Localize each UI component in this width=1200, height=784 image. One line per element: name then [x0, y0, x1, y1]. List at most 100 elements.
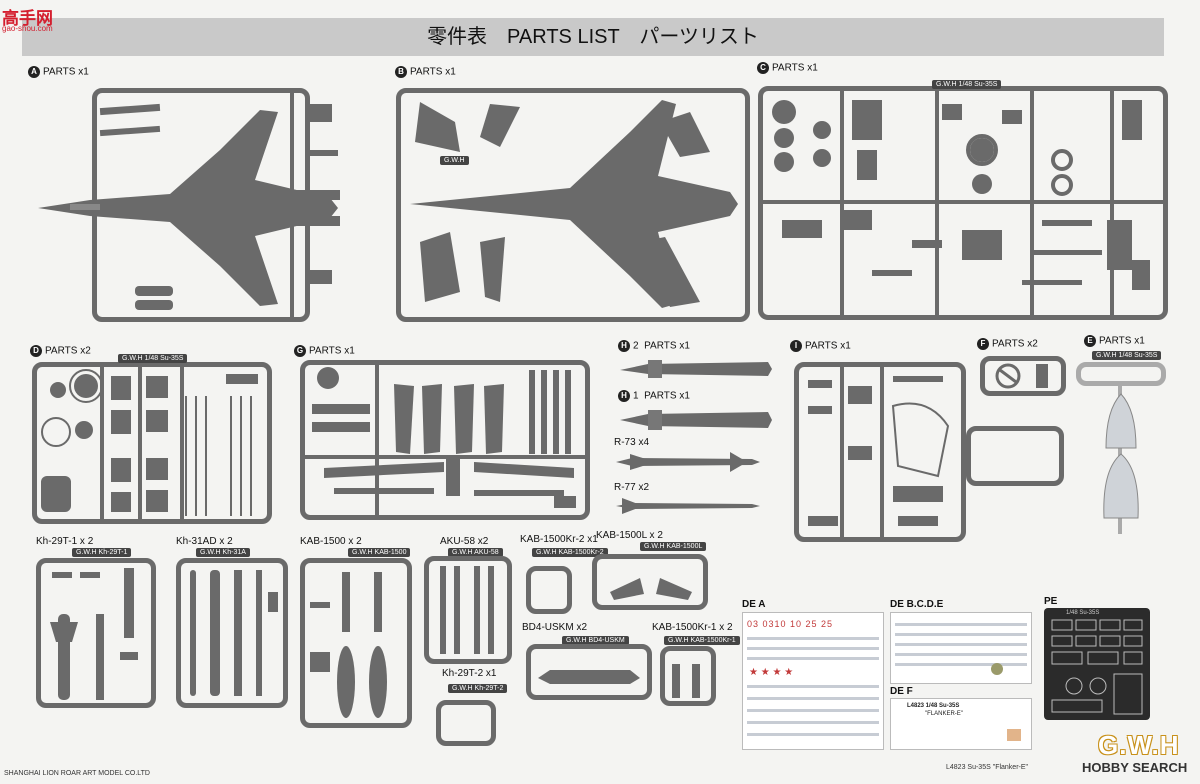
aku58-tab: G.W.H AKU-58: [448, 548, 503, 557]
kab1500kr2-frame: [526, 566, 572, 614]
decal-sheet-a: 03 0310 10 25 25 ★ ★ ★ ★: [742, 612, 884, 750]
sprue-d-parts: [41, 369, 258, 516]
watermark-url: gao-shou.com: [2, 24, 53, 33]
sprue-e-tag: E: [1084, 335, 1096, 347]
sprue-g-runner: [304, 455, 586, 459]
kh29t1-label: Kh-29T-1 x 2: [36, 536, 94, 547]
kab1500l-tab: G.W.H KAB-1500L: [640, 542, 707, 551]
pe-tab: 1/48 Su-35S: [1066, 610, 1100, 616]
page-title: 零件表 PARTS LIST パーツリスト: [427, 26, 759, 48]
sprue-f-tag: F: [977, 338, 989, 350]
r73-missile: [616, 452, 760, 472]
bd4-frame: [526, 644, 652, 700]
kh31ad-parts: [190, 570, 278, 696]
r73-label: R-73 x4: [614, 437, 650, 448]
sprue-a-fuselage-top: [38, 110, 340, 306]
sprue-i-frame: [794, 362, 966, 542]
bd4-parts: [538, 670, 640, 684]
kab1500kr1-tab: G.W.H KAB-1500Kr-1: [664, 636, 740, 645]
kh29t1-parts: [50, 568, 138, 700]
sprue-a-part: [310, 104, 332, 122]
kh31ad-label: Kh-31AD x 2: [176, 536, 233, 547]
sprue-e-canopy: [1103, 393, 1139, 519]
sprue-d-runner: [180, 366, 184, 520]
sprue-h1-tag: H: [618, 390, 630, 402]
kab1500-tab: G.W.H KAB-1500: [348, 548, 411, 557]
sprue-c-tab: G.W.H 1/48 Su-35S: [932, 80, 1002, 89]
sprue-g-parts: [312, 367, 576, 508]
kh29t1-tab: G.W.H Kh-29T-1: [72, 548, 132, 557]
sprue-a-part: [310, 150, 338, 156]
sprue-i-runner: [880, 366, 884, 538]
kab1500-label: KAB-1500 x 2: [300, 536, 362, 547]
aku58-label: AKU-58 x2: [440, 536, 489, 547]
pe-parts: [1051, 619, 1143, 715]
decal-f-subtitle: "FLANKER-E": [925, 711, 963, 717]
sprue-f-count: PARTS x2: [992, 338, 1038, 350]
sprue-h2-part: [620, 360, 772, 378]
sprue-i-parts: [808, 376, 950, 526]
kab1500-frame: [300, 558, 412, 728]
sprue-d-tab: G.W.H 1/48 Su-35S: [118, 354, 188, 363]
kab1500kr1-parts: [672, 664, 700, 698]
sprue-i-tag: I: [790, 340, 802, 352]
sprue-g-count: PARTS x1: [309, 345, 355, 357]
kh29t2-label: Kh-29T-2 x1: [442, 668, 497, 679]
sprue-b-fuselage-bottom: [410, 100, 738, 308]
sprue-h1-count: PARTS x1: [644, 390, 690, 402]
sprue-g-runner: [375, 364, 379, 516]
sprue-f-frame: [980, 356, 1066, 396]
footer-company: SHANGHAI LION ROAR ART MODEL CO.LTD: [4, 770, 150, 777]
bd4-tab: G.W.H BD4-USKM: [562, 636, 629, 645]
kh31ad-frame: [176, 558, 288, 708]
sprue-b-tab: G.W.H: [440, 156, 469, 165]
sprue-c-tag: C: [757, 62, 769, 74]
sprue-h1-part: [620, 410, 772, 430]
hobby-search-watermark: HOBBY SEARCH: [1082, 760, 1188, 775]
decal-a-label: DE A: [742, 599, 766, 610]
kab1500l-frame: [592, 554, 708, 610]
sprue-i-count: PARTS x1: [805, 340, 851, 352]
aku58-parts: [440, 566, 494, 654]
sprue-d-runner: [100, 366, 104, 520]
sprue-a-count: PARTS x1: [43, 66, 89, 78]
gwh-brand-logo: G.W.H: [1098, 730, 1180, 760]
pe-fret: 1/48 Su-35S: [1044, 608, 1150, 720]
kh31ad-tab: G.W.H Kh-31A: [196, 548, 250, 557]
decal-sheet-f: L4823 1/48 Su-35S "FLANKER-E": [890, 698, 1032, 750]
bd4-label: BD4-USKM x2: [522, 622, 588, 633]
sprue-f-parts: [995, 363, 1048, 389]
decal-sheet-bcde: [890, 612, 1032, 684]
sprue-i-runner: [840, 366, 844, 538]
sprue-b-tag: B: [395, 66, 407, 78]
sprue-h2-count: PARTS x1: [644, 340, 690, 352]
sprue-a-tag: A: [28, 66, 40, 78]
decal-bcde-label: DE B.C.D.E: [890, 599, 944, 610]
kh29t2-frame: [436, 700, 496, 746]
kab1500kr1-label: KAB-1500Kr-1 x 2: [652, 622, 733, 633]
kab1500kr2-tab: G.W.H KAB-1500Kr-2: [532, 548, 608, 557]
aku58-frame: [424, 556, 512, 664]
kab1500-parts: [310, 572, 387, 718]
watermark-logo: 高手网: [2, 9, 53, 28]
sprue-e-frame: [1076, 362, 1166, 386]
sprue-d-frame: [32, 362, 272, 524]
sprue-d-tag: D: [30, 345, 42, 357]
sprue-g-frame: [300, 360, 590, 520]
footer-product: L4823 Su-35S "Flanker-E": [946, 764, 1029, 771]
sprue-c-runner: [762, 200, 1164, 204]
sprue-a-part: [135, 286, 173, 296]
decal-f-title: L4823 1/48 Su-35S: [907, 703, 960, 709]
sprue-c-small-parts: [772, 100, 1150, 290]
kh29t2-tab: G.W.H Kh-29T-2: [448, 684, 508, 693]
kh29t1-frame: [36, 558, 156, 708]
sprue-h1-suffix: 1: [633, 390, 639, 402]
